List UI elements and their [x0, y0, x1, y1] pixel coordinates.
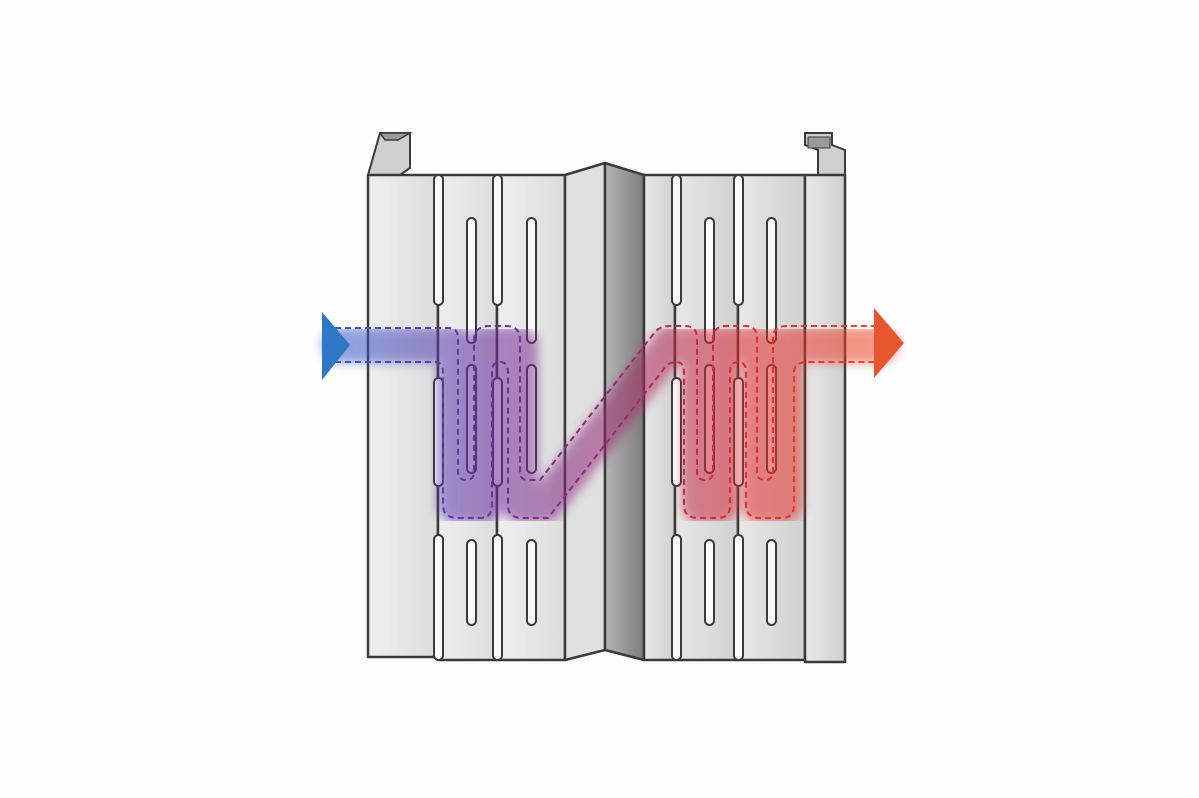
slot: [526, 217, 537, 344]
right-flange: [804, 132, 846, 179]
left-flange: [366, 132, 413, 176]
flow-path-upper: [325, 325, 880, 481]
slot: [433, 174, 444, 306]
flow-path: [325, 325, 880, 519]
slot: [733, 534, 744, 661]
flow-glow: [322, 327, 898, 523]
slot: [704, 539, 715, 626]
outlet-arrow-icon: [874, 308, 904, 378]
slot: [704, 217, 715, 344]
slot: [433, 534, 444, 661]
slot: [466, 217, 477, 344]
slot: [671, 377, 682, 487]
slot: [492, 174, 503, 306]
slot: [766, 217, 777, 344]
slot: [671, 174, 682, 306]
slot: [733, 174, 744, 306]
slot: [492, 534, 503, 661]
slot: [671, 534, 682, 661]
flow-path-lower: [325, 361, 880, 519]
slot: [526, 539, 537, 626]
slot: [766, 539, 777, 626]
inlet-arrow-icon: [322, 312, 350, 380]
slot: [466, 539, 477, 626]
